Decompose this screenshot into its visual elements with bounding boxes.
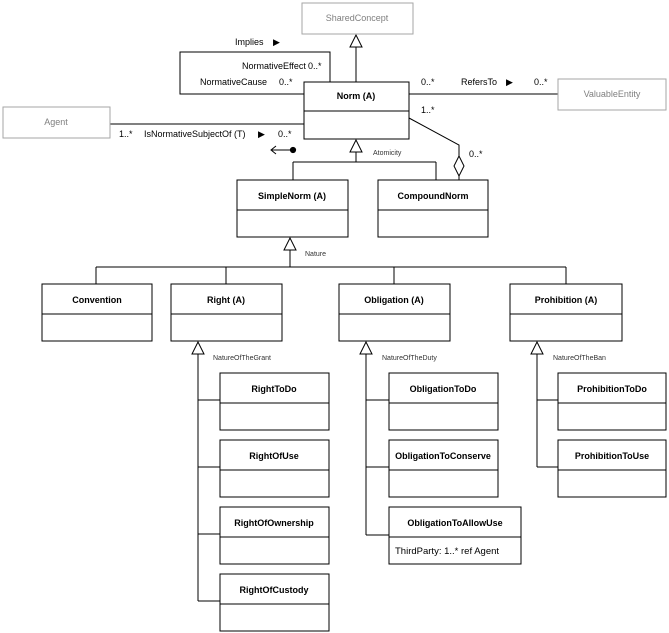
class-obligationtoallowuse-name: ObligationToAllowUse [407, 518, 502, 528]
class-right-box[interactable] [170, 283, 283, 342]
class-rightofcustody-name: RightOfCustody [240, 585, 309, 595]
navigation-marker-arrowhead [270, 145, 277, 155]
atomicity-discriminator: Atomicity [373, 150, 402, 157]
class-rightofownership-name: RightOfOwnership [234, 518, 314, 528]
class-sharedconcept-box[interactable] [301, 2, 414, 35]
class-prohibitiontodo-name: ProhibitionToDo [577, 384, 647, 394]
normative-effect-multiplicity: 0..* [308, 61, 322, 71]
class-sharedconcept-name: SharedConcept [326, 13, 389, 23]
class-obligationtoallowuse-attribute: ThirdParty: 1..* ref Agent [395, 546, 499, 557]
nature-of-duty-discriminator: NatureOfTheDuty [382, 355, 437, 362]
implies-arrow-icon: ▶ [273, 37, 280, 47]
compound-aggregation-line [408, 117, 460, 156]
class-rightofuse-name: RightOfUse [249, 451, 299, 461]
inheritance-arrow-obligation [359, 340, 373, 355]
class-righttodo-name: RightToDo [251, 384, 297, 394]
inheritance-arrow-simplenorm [283, 236, 297, 251]
compound-whole-multiplicity: 1..* [421, 105, 435, 115]
class-obligation-box[interactable] [338, 283, 451, 342]
subject-of-arrow-icon: ▶ [258, 129, 265, 139]
class-obligationtoconserve-name: ObligationToConserve [395, 451, 491, 461]
class-rightofcustody-box[interactable] [219, 573, 330, 632]
subject-of-label: IsNormativeSubjectOf (T) [144, 129, 246, 139]
class-righttodo-box[interactable] [219, 372, 330, 431]
class-obligationtodo-box[interactable] [388, 372, 499, 431]
compound-part-multiplicity: 0..* [469, 149, 483, 159]
class-norm-name: Norm (A) [337, 91, 376, 101]
aggregation-diamond [453, 154, 465, 178]
class-obligationtoallowuse-box[interactable] [388, 506, 522, 565]
nature-of-grant-discriminator: NatureOfTheGrant [213, 355, 271, 362]
inheritance-arrow-sharedconcept [349, 33, 363, 48]
class-simplenorm-box[interactable] [236, 179, 349, 238]
class-prohibition-box[interactable] [509, 283, 623, 342]
navigation-marker-dot [289, 146, 297, 154]
class-rightofownership-box[interactable] [219, 506, 330, 565]
class-prohibitiontodo-box[interactable] [557, 372, 667, 431]
class-obligationtoconserve-box[interactable] [388, 439, 499, 498]
refers-to-label: RefersTo [461, 77, 497, 87]
class-rightofuse-box[interactable] [219, 439, 330, 498]
inheritance-arrow-norm [349, 138, 363, 153]
normative-cause-multiplicity: 0..* [279, 77, 293, 87]
class-obligationtodo-name: ObligationToDo [410, 384, 477, 394]
implies-label: Implies [235, 37, 264, 47]
normative-cause-label: NormativeCause [200, 77, 267, 87]
class-right-name: Right (A) [207, 295, 245, 305]
class-agent-name: Agent [44, 117, 68, 127]
normative-effect-label: NormativeEffect [242, 61, 306, 71]
class-agent-box[interactable] [2, 106, 111, 139]
class-valuableentity-name: ValuableEntity [584, 89, 641, 99]
refers-to-arrow-icon: ▶ [506, 77, 513, 87]
class-prohibitiontouse-box[interactable] [557, 439, 667, 498]
nature-of-ban-discriminator: NatureOfTheBan [553, 355, 606, 362]
class-obligation-name: Obligation (A) [364, 295, 424, 305]
class-prohibition-name: Prohibition (A) [535, 295, 598, 305]
class-compoundnorm-box[interactable] [377, 179, 489, 238]
class-compoundnorm-name: CompoundNorm [398, 191, 469, 201]
class-prohibitiontouse-name: ProhibitionToUse [575, 451, 649, 461]
inheritance-arrow-prohibition [530, 340, 544, 355]
subject-of-source-multiplicity: 1..* [119, 129, 133, 139]
refers-to-target-multiplicity: 0..* [534, 77, 548, 87]
class-valuableentity-box[interactable] [557, 78, 667, 111]
class-convention-name: Convention [72, 295, 122, 305]
implies-association-line [179, 51, 331, 95]
class-simplenorm-name: SimpleNorm (A) [258, 191, 326, 201]
nature-discriminator: Nature [305, 251, 326, 258]
class-convention-box[interactable] [41, 283, 153, 342]
subject-of-target-multiplicity: 0..* [278, 129, 292, 139]
refers-to-source-multiplicity: 0..* [421, 77, 435, 87]
inheritance-arrow-right [191, 340, 205, 355]
